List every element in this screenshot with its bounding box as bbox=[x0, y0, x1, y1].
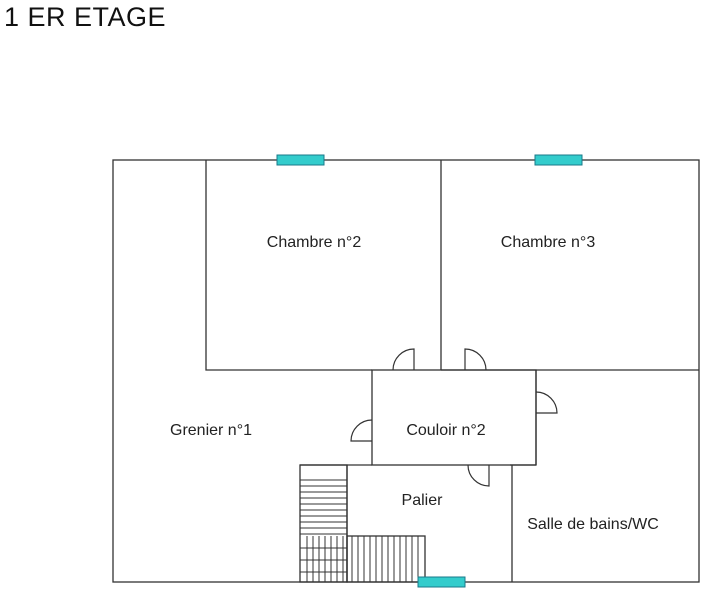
couloir-walls bbox=[371, 369, 537, 466]
label-couloir2: Couloir n°2 bbox=[406, 422, 485, 439]
door-salle-de-bains bbox=[535, 391, 558, 414]
label-palier: Palier bbox=[402, 492, 444, 509]
label-chambre2: Chambre n°2 bbox=[267, 234, 362, 251]
door-palier bbox=[467, 464, 490, 487]
label-grenier1: Grenier n°1 bbox=[170, 422, 252, 439]
window-palier bbox=[417, 576, 466, 588]
door-chambre2 bbox=[392, 348, 415, 371]
staircase bbox=[299, 464, 426, 583]
chambre2-walls bbox=[205, 160, 372, 371]
floor-title: 1 ER ETAGE bbox=[4, 2, 167, 32]
window-chambre3 bbox=[534, 154, 583, 166]
window-chambre2 bbox=[276, 154, 325, 166]
label-chambre3: Chambre n°3 bbox=[501, 234, 596, 251]
label-salle-de-bains: Salle de bains/WC bbox=[527, 516, 659, 533]
door-chambre3 bbox=[464, 348, 487, 371]
door-grenier bbox=[350, 419, 373, 442]
